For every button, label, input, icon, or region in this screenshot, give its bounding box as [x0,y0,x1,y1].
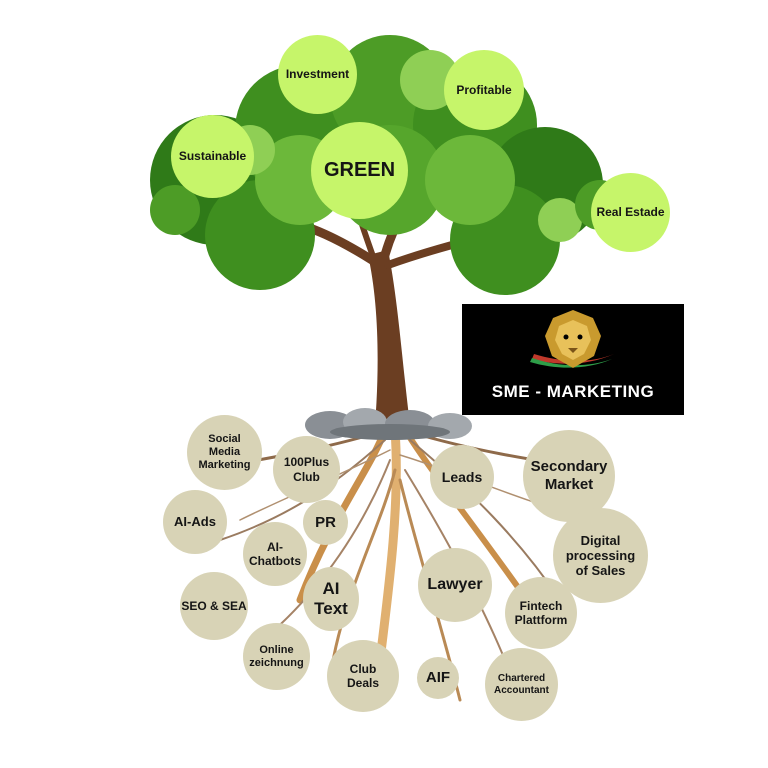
logo-text: SME - MARKETING [491,382,655,401]
node-ai-chatbots: AI- Chatbots [243,522,307,586]
node-aif: AIF [417,657,459,699]
node-sustainable: Sustainable [171,115,254,198]
node-label: SEO & SEA [181,598,247,613]
node-online-zeichnung: Online zeichnung [243,623,310,690]
node-label: Leads [441,468,483,485]
node-label: Profitable [456,82,512,97]
node-leads: Leads [430,445,494,509]
node-100plus-club: 100Plus Club [273,436,340,503]
stones [305,408,472,440]
node-label: AI Text [314,578,348,618]
node-label: Club Deals [346,661,380,690]
node-label: Sustainable [178,149,247,164]
node-label: AI-Ads [174,514,216,530]
node-label: Secondary Market [530,458,608,493]
node-ai-ads: AI-Ads [163,490,227,554]
node-label: Fintech Plattform [514,598,568,627]
node-digital-processing: Digital processing of Sales [553,508,648,603]
node-label: Real Estade [596,205,665,220]
node-label: Digital processing of Sales [565,532,636,579]
sme-marketing-logo: SME - MARKETING [462,304,684,415]
node-label: PR [315,513,336,531]
node-label: Lawyer [427,575,483,593]
node-label: AI- Chatbots [249,539,301,568]
node-label: GREEN [323,158,396,181]
node-seo-sea: SEO & SEA [180,572,248,640]
node-label: AIF [425,669,451,687]
node-ai-text: AI Text [303,567,359,631]
node-investment: Investment [278,35,357,114]
node-pr: PR [303,500,348,545]
node-fintech-plattform: Fintech Plattform [505,577,577,649]
node-lawyer: Lawyer [418,548,492,622]
node-label: Online zeichnung [249,643,304,669]
node-real-estade: Real Estade [591,173,670,252]
node-club-deals: Club Deals [327,640,399,712]
node-label: Chartered Accountant [494,672,549,696]
node-social-media-marketing: Social Media Marketing [187,415,262,490]
node-label: Social Media Marketing [198,433,251,471]
node-green: GREEN [311,122,408,219]
lion-head-icon [530,310,614,368]
node-label: Investment [285,67,350,82]
node-secondary-market: Secondary Market [523,430,615,522]
node-profitable: Profitable [444,50,524,130]
node-chartered-accountant: Chartered Accountant [485,648,558,721]
node-label: 100Plus Club [283,455,330,484]
